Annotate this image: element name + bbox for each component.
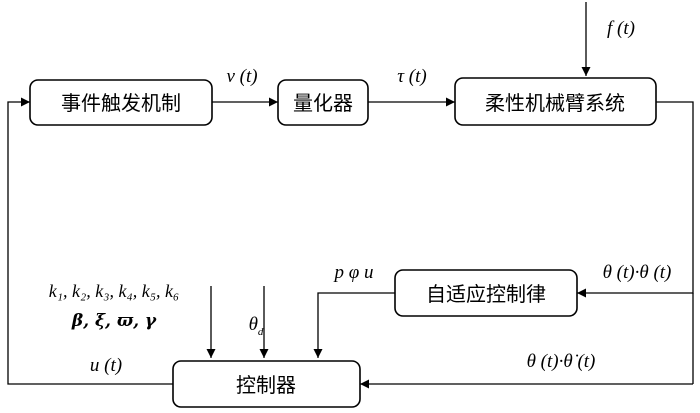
arrow-arm-output-to-adaptive bbox=[577, 101, 694, 298]
block-arm-system: 柔性机械臂系统 bbox=[454, 77, 657, 126]
signal-adaptive-params-label: p φ u bbox=[332, 262, 373, 283]
signal-theta-feedback-label: θ (t)·θ̇ (t) bbox=[527, 351, 596, 372]
signal-thetad-label: θd bbox=[249, 314, 264, 338]
block-controller-label: 控制器 bbox=[236, 373, 296, 397]
arrow-controller-to-event bbox=[7, 97, 173, 385]
block-event-trigger-label: 事件触发机制 bbox=[61, 91, 181, 115]
signal-theta-output-label: θ (t)·θ (t) bbox=[603, 262, 672, 283]
arrow-adaptive-to-controller bbox=[313, 292, 395, 358]
signal-f-label: f (t) bbox=[607, 18, 635, 39]
block-quantizer: 量化器 bbox=[277, 79, 369, 126]
gains-greek-label: β, ξ, ϖ, γ bbox=[71, 311, 157, 331]
block-controller: 控制器 bbox=[172, 360, 361, 408]
block-quantizer-label: 量化器 bbox=[293, 91, 353, 115]
signal-tau-label: τ (t) bbox=[397, 66, 426, 87]
block-arm-system-label: 柔性机械臂系统 bbox=[485, 91, 625, 115]
signal-u-label: u (t) bbox=[90, 355, 122, 376]
block-adaptive-law: 自适应控制律 bbox=[394, 269, 578, 317]
signal-v-label: v (t) bbox=[226, 66, 257, 87]
gains-k-label: k₁, k₂, k₃, k₄, k₅, k₆ bbox=[49, 281, 179, 301]
block-event-trigger: 事件触发机制 bbox=[29, 79, 213, 126]
block-adaptive-law-label: 自适应控制律 bbox=[426, 282, 546, 306]
